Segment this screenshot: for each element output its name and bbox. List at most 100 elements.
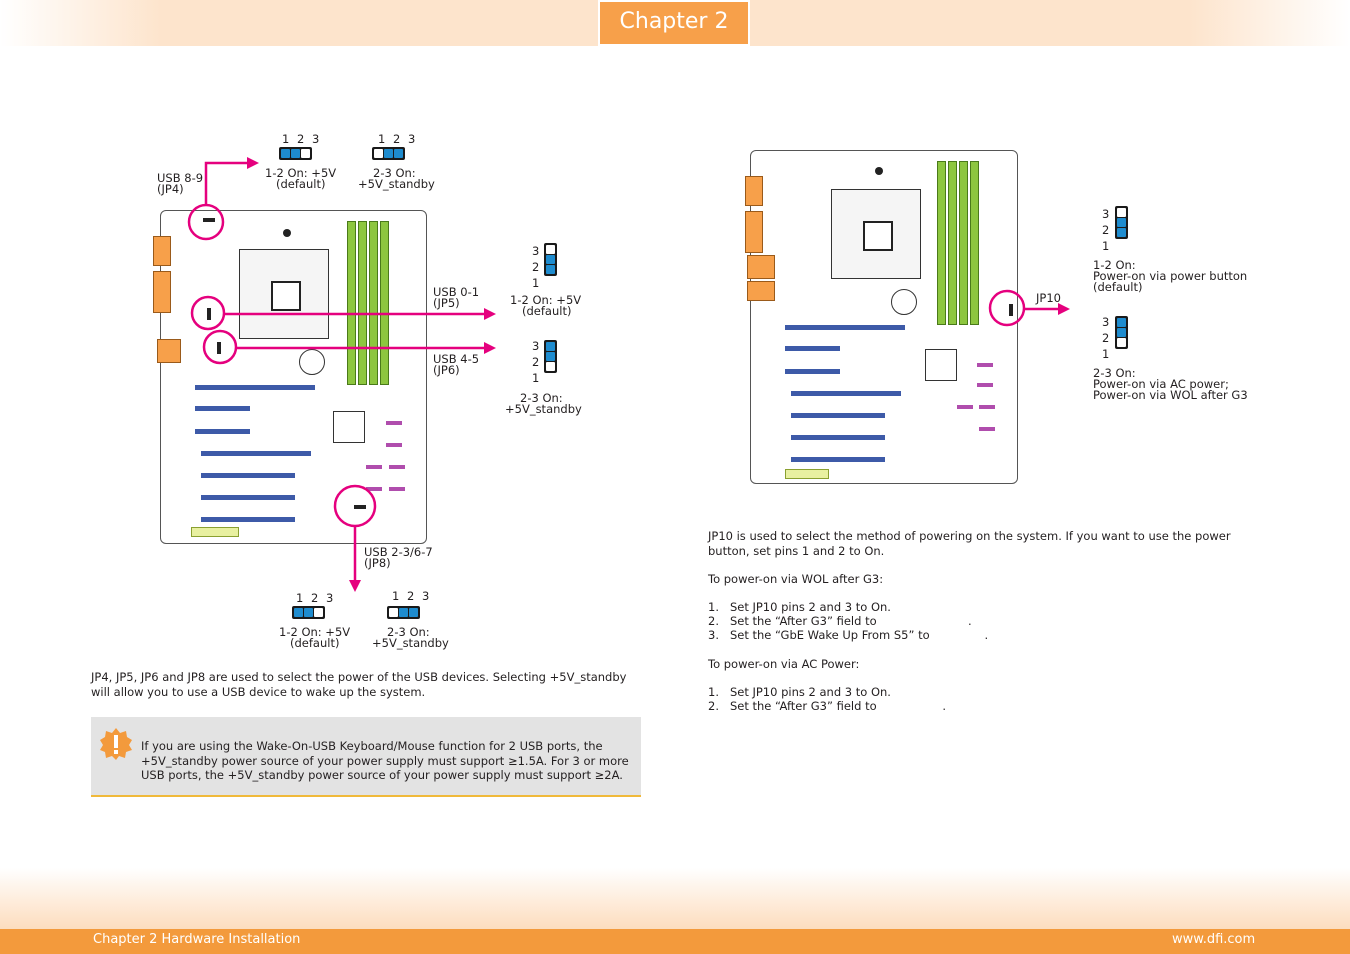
jp4-circle [187,203,225,241]
opt23-value: +5V_standby [358,177,435,191]
wol-heading: To power-on via WOL after G3: [708,572,884,586]
battery [891,289,917,315]
cpu-socket-inner [863,221,893,251]
sata-port [386,421,402,425]
wol-step-3: 3. Set the “GbE Wake Up From S5” to . [708,628,989,642]
usb45-name: USB 4-5 [433,352,480,366]
sata-port [389,465,405,469]
pin-2: 2 [1102,223,1110,237]
dimm-slot [358,221,367,385]
pcie-slot [785,369,840,374]
opt23-label: 2-3 On: [373,166,416,180]
io-port [157,339,181,363]
jp10-label: JP10 [1036,291,1061,305]
motherboard-left [153,210,427,544]
jp10-opt12-l3: (default) [1093,280,1143,294]
pcie-slot [791,413,885,418]
pin-1: 1 [532,276,540,290]
pin-3: 3 [408,132,416,146]
jp6-mark [217,342,221,354]
usb89-name: USB 8-9 [157,171,204,185]
dimm-slot [948,161,957,325]
jp10-jumper-23-on [1115,316,1128,349]
pin-3: 3 [532,339,540,353]
pin-2: 2 [407,589,415,603]
jp10-circle [988,289,1026,327]
usb01-name: USB 0-1 [433,285,480,299]
jp8-value: +5V_standby [372,636,449,650]
pcie-slot [785,346,840,351]
jp8-circle [333,484,377,528]
left-callouts [187,157,496,592]
jp10-opt23-l2: Power-on via AC power; [1093,377,1229,391]
pin-1: 1 [1102,239,1110,253]
sata-port [977,383,993,387]
io-port [745,176,763,206]
right-callouts [988,289,1070,327]
pin-1: 1 [378,132,386,146]
io-port [153,271,171,313]
usb89-jp: (JP4) [157,182,184,196]
sata-port [979,427,995,431]
pin-2: 2 [532,355,540,369]
wol-step-1: 1. Set JP10 pins 2 and 3 to On. [708,600,891,614]
pin-2: 2 [393,132,401,146]
usb-power-paragraph: JP4, JP5, JP6 and JP8 are used to select… [91,670,627,699]
pcie-slot [201,473,295,478]
io-port [745,211,763,253]
pin-2: 2 [1102,331,1110,345]
pcie-slot [791,457,885,462]
jp10-opt23: 2-3 On: [1093,366,1136,380]
jp8-default: (default) [290,636,340,650]
pin-1: 1 [282,132,290,146]
jp10-jumper-12-on [1115,206,1128,239]
pin-1: 1 [392,589,400,603]
pin-2: 2 [297,132,305,146]
pin-2: 2 [311,591,319,605]
io-port [747,281,775,301]
chipset [333,411,365,443]
jp8-jumper-23-on [387,606,420,619]
jp8-mark [354,505,366,509]
pin-1: 1 [532,371,540,385]
ac-step-1: 1. Set JP10 pins 2 and 3 to On. [708,685,891,699]
wol-step-2: 2. Set the “After G3” field to . [708,614,972,628]
front-header [191,527,239,537]
pcie-slot [201,495,295,500]
jp10-intro: JP10 is used to select the method of pow… [708,529,1231,558]
pcie-slot [195,429,250,434]
jp8-opt12: 1-2 On: +5V [279,625,351,639]
jumper-12-on [279,147,312,160]
battery [299,349,325,375]
note-text: If you are using the Wake-On-USB Keyboar… [141,739,629,782]
front-header [785,469,829,479]
pcie-slot [195,385,315,390]
chapter-tab: Chapter 2 [598,0,750,46]
footer-chapter-title: Chapter 2 Hardware Installation [93,932,301,947]
footer-website-link[interactable]: www.dfi.com [1172,932,1256,947]
usb2367-name: USB 2-3/6-7 [364,545,433,559]
note-box: If you are using the Wake-On-USB Keyboar… [91,717,641,797]
dimm-slot [937,161,946,325]
pcie-slot [785,325,905,330]
jp10-opt12: 1-2 On: [1093,258,1136,272]
motherboard-right [745,150,1018,484]
warning-icon [100,728,132,760]
dimm-slot [970,161,979,325]
ac-step-2: 2. Set the “After G3” field to . [708,699,947,713]
sata-port [386,443,402,447]
pin-3: 3 [532,244,540,258]
pcie-slot [791,435,885,440]
opt12-default: (default) [276,177,326,191]
jp5-mark [207,308,211,320]
usb45-jp: (JP6) [433,363,460,377]
ac-heading: To power-on via AC Power: [708,657,860,671]
pin-3: 3 [326,591,334,605]
sata-port [977,363,993,367]
jp10-mark [1009,304,1013,316]
dimm-slot [347,221,356,385]
sata-port [979,405,995,409]
cpu-fan-hole [283,229,291,237]
chipset [925,349,957,381]
io-port [153,236,171,266]
